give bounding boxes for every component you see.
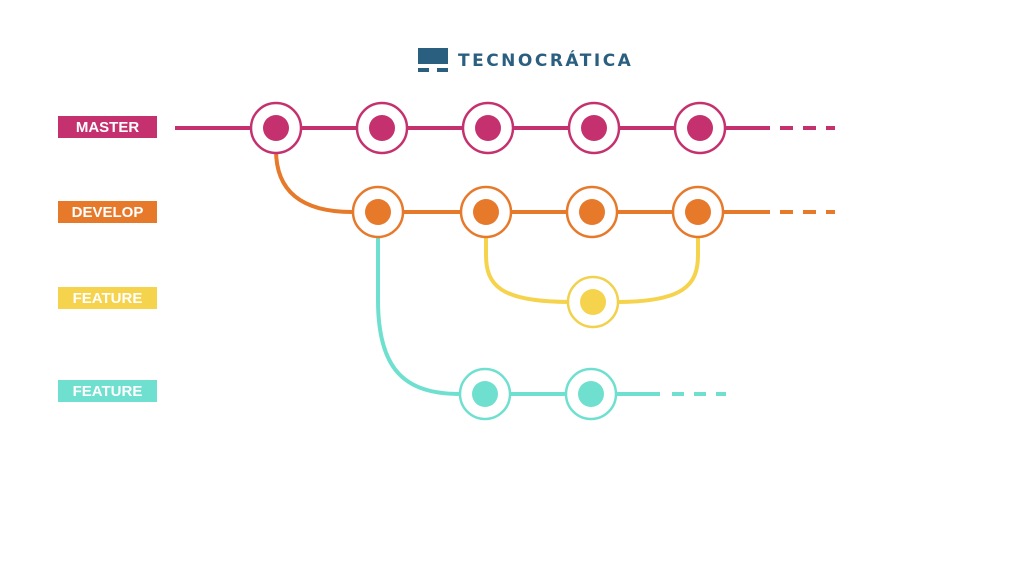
feature-2-fork-curve (376, 236, 461, 396)
branch-label-feature-2: FEATURE (58, 380, 157, 402)
commit-dot (685, 199, 711, 225)
master-commit (567, 101, 621, 155)
commit-dot (263, 115, 289, 141)
commit-dot (365, 199, 391, 225)
commit-dot (472, 381, 498, 407)
commit-dot (473, 199, 499, 225)
master-commit (249, 101, 303, 155)
master-commit (461, 101, 515, 155)
develop-fork-curve (274, 149, 353, 214)
feature-2-commit (458, 367, 512, 421)
feature-fork-curve (484, 236, 571, 304)
commit-dot (579, 199, 605, 225)
commit-dot (580, 289, 606, 315)
develop-commit (351, 185, 405, 239)
develop-commit (671, 185, 725, 239)
branch-label-master: MASTER (58, 116, 157, 138)
monitor-icon (418, 48, 448, 74)
commit-dot (578, 381, 604, 407)
branch-label-feature: FEATURE (58, 287, 157, 309)
branch-label-develop: DEVELOP (58, 201, 157, 223)
feature-2-commit (564, 367, 618, 421)
logo-text: TECNOCRÁTICA (458, 51, 634, 71)
commit-dot (581, 115, 607, 141)
commit-dot (369, 115, 395, 141)
commit-dot (475, 115, 501, 141)
feature-commit (566, 275, 620, 329)
commit-dot (687, 115, 713, 141)
master-commit (355, 101, 409, 155)
develop-commit (459, 185, 513, 239)
master-commit (673, 101, 727, 155)
feature-merge-curve (615, 236, 700, 304)
develop-commit (565, 185, 619, 239)
brand-logo: TECNOCRÁTICA (418, 48, 633, 74)
